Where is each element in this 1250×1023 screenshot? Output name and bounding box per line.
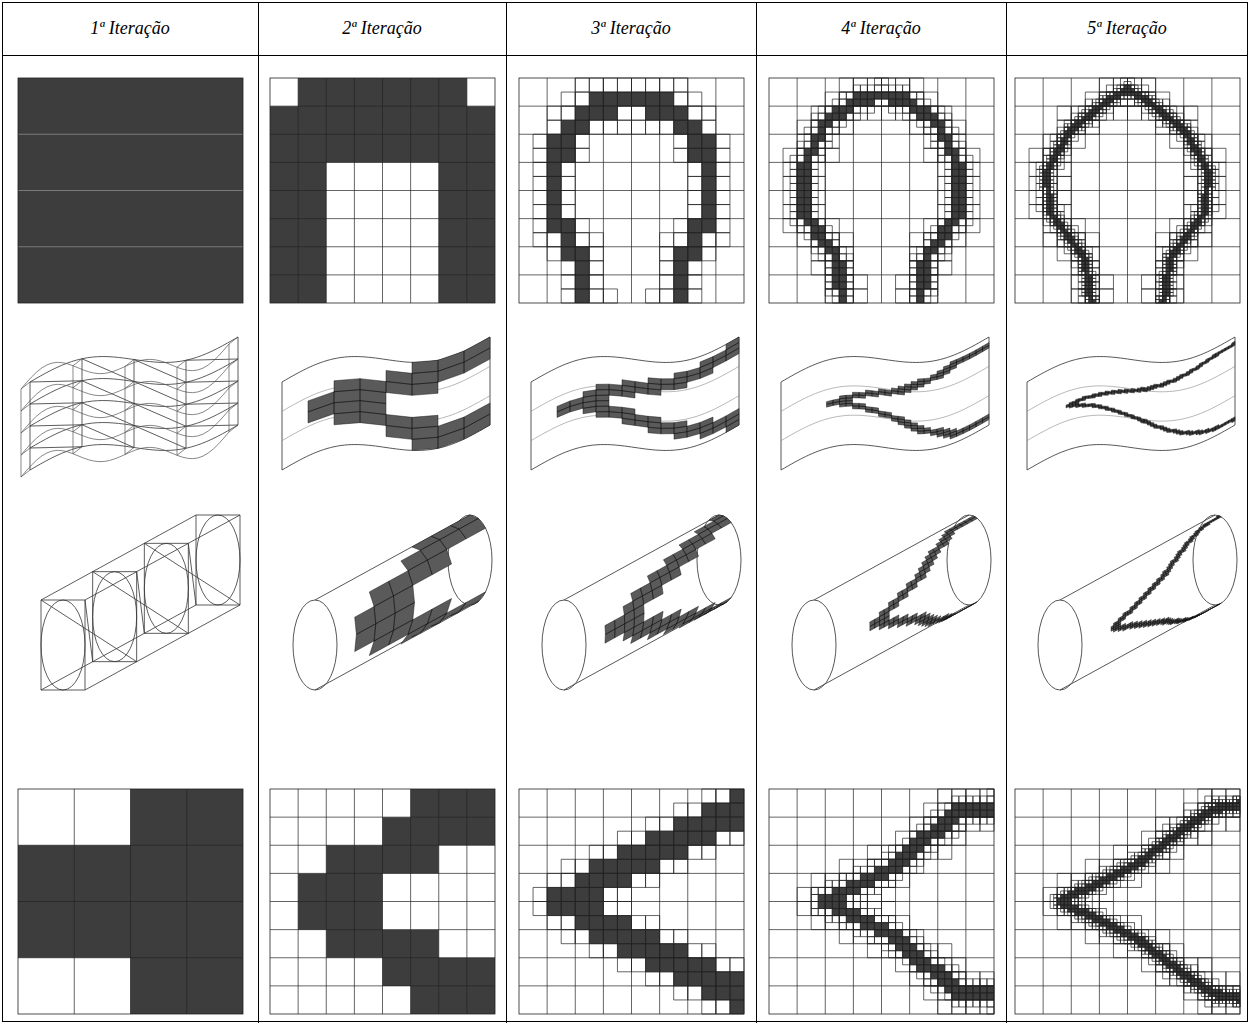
- domain-border: [519, 78, 744, 303]
- table-rule: [506, 2, 507, 1023]
- table-border: [3, 3, 1248, 1022]
- design-domain: [1038, 600, 1082, 690]
- mesh-line: [769, 789, 994, 1014]
- domain-border: [270, 789, 495, 1014]
- domain-border: [1015, 789, 1240, 1014]
- design-domain: [792, 600, 836, 690]
- table-rule: [2, 55, 1248, 56]
- mesh-line: [1015, 78, 1240, 303]
- domain-border: [769, 78, 994, 303]
- guide-line: [781, 366, 989, 440]
- mesh-line: [41, 600, 85, 690]
- mesh-line: [41, 515, 240, 690]
- column-header: 3ª Iteração: [591, 18, 670, 39]
- header-cell: 5ª Iteração: [1006, 2, 1248, 55]
- mesh-line: [270, 789, 495, 1014]
- mesh-line: [18, 789, 243, 1014]
- header-cell: 1ª Iteração: [2, 2, 258, 55]
- solid-material: [308, 337, 490, 450]
- mesh-line: [196, 515, 240, 605]
- header-cell: 3ª Iteração: [506, 2, 756, 55]
- column-header: 2ª Iteração: [342, 18, 421, 39]
- domain-border: [769, 789, 994, 1014]
- solid-material: [18, 78, 243, 303]
- table-rule: [258, 2, 259, 1023]
- mesh-line: [769, 78, 994, 303]
- solid-material: [1066, 341, 1235, 435]
- solid-material: [1111, 515, 1221, 632]
- column-header: 5ª Iteração: [1087, 18, 1166, 39]
- mesh-line: [270, 78, 495, 303]
- design-domain: [1027, 337, 1235, 470]
- domain-border: [270, 78, 495, 303]
- domain-border: [18, 78, 243, 303]
- domain-border: [519, 789, 744, 1014]
- solid-material: [18, 789, 243, 1014]
- header-cell: 4ª Iteração: [756, 2, 1006, 55]
- design-domain: [293, 600, 337, 690]
- mesh-line: [18, 134, 243, 247]
- mesh-line: [519, 789, 744, 1014]
- column-header: 4ª Iteração: [841, 18, 920, 39]
- mesh-line: [93, 572, 137, 662]
- table-rule: [1006, 2, 1007, 1023]
- mesh-line: [144, 543, 188, 633]
- solid-material: [605, 515, 731, 643]
- solid-material: [355, 515, 486, 656]
- design-domain: [282, 337, 490, 470]
- column-header: 1ª Iteração: [90, 18, 169, 39]
- mesh-line: [519, 78, 744, 303]
- header-cell: 2ª Iteração: [258, 2, 506, 55]
- solid-material: [557, 337, 739, 439]
- guide-line: [1027, 366, 1235, 440]
- design-domain: [781, 337, 989, 470]
- domain-border: [1015, 78, 1240, 303]
- design-domain: [542, 600, 586, 690]
- solid-material: [870, 516, 978, 631]
- mesh-line: [21, 337, 238, 477]
- table-rule: [756, 2, 757, 1023]
- solid-material: [270, 78, 495, 303]
- solid-material: [827, 343, 990, 440]
- design-domain: [531, 337, 739, 470]
- mesh-line: [1015, 789, 1240, 1014]
- domain-border: [18, 789, 243, 1014]
